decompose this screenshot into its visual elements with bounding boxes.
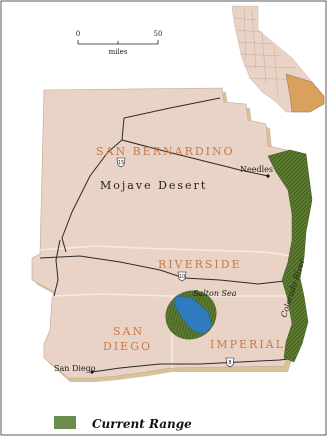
county-label-san-diego-line1: SAN: [113, 325, 144, 338]
inset-study-area: [285, 73, 325, 113]
legend: Current Range: [54, 416, 192, 431]
scale-end-label: 50: [154, 30, 163, 38]
highway-10-label: 10: [179, 274, 185, 280]
salton-sea-water: [173, 295, 213, 335]
place-label-san-diego: San Diego: [54, 364, 96, 373]
inset-california-map: [231, 5, 325, 113]
highway-8-label: 8: [228, 360, 231, 366]
county-label-imperial: IMPERIAL: [210, 338, 285, 351]
current-range-band: [267, 149, 313, 363]
legend-label: Current Range: [92, 417, 192, 431]
needles-dot: [266, 174, 270, 178]
highway-shield-15: 15: [116, 157, 126, 168]
county-label-san-bernardino: SAN BERNARDINO: [96, 145, 235, 158]
highway-15-label: 15: [118, 160, 124, 166]
place-label-needles: Needles: [240, 165, 273, 174]
roads: [39, 97, 297, 373]
county-label-san-diego-line2: DIEGO: [103, 340, 152, 353]
region-label-mojave-desert: Mojave Desert: [100, 179, 207, 192]
highway-shield-8: 8: [225, 357, 235, 368]
legend-swatch: [54, 416, 76, 429]
highway-shield-10: 10: [177, 271, 187, 282]
county-label-riverside: RIVERSIDE: [158, 258, 242, 271]
place-label-salton-sea: Salton Sea: [193, 289, 237, 298]
scale-unit-label: miles: [109, 48, 128, 56]
land-mass: [31, 87, 299, 379]
scale-start-label: 0: [76, 30, 80, 38]
san-diego-dot: [90, 370, 94, 374]
scale-bar: 0 50 miles: [76, 30, 163, 56]
